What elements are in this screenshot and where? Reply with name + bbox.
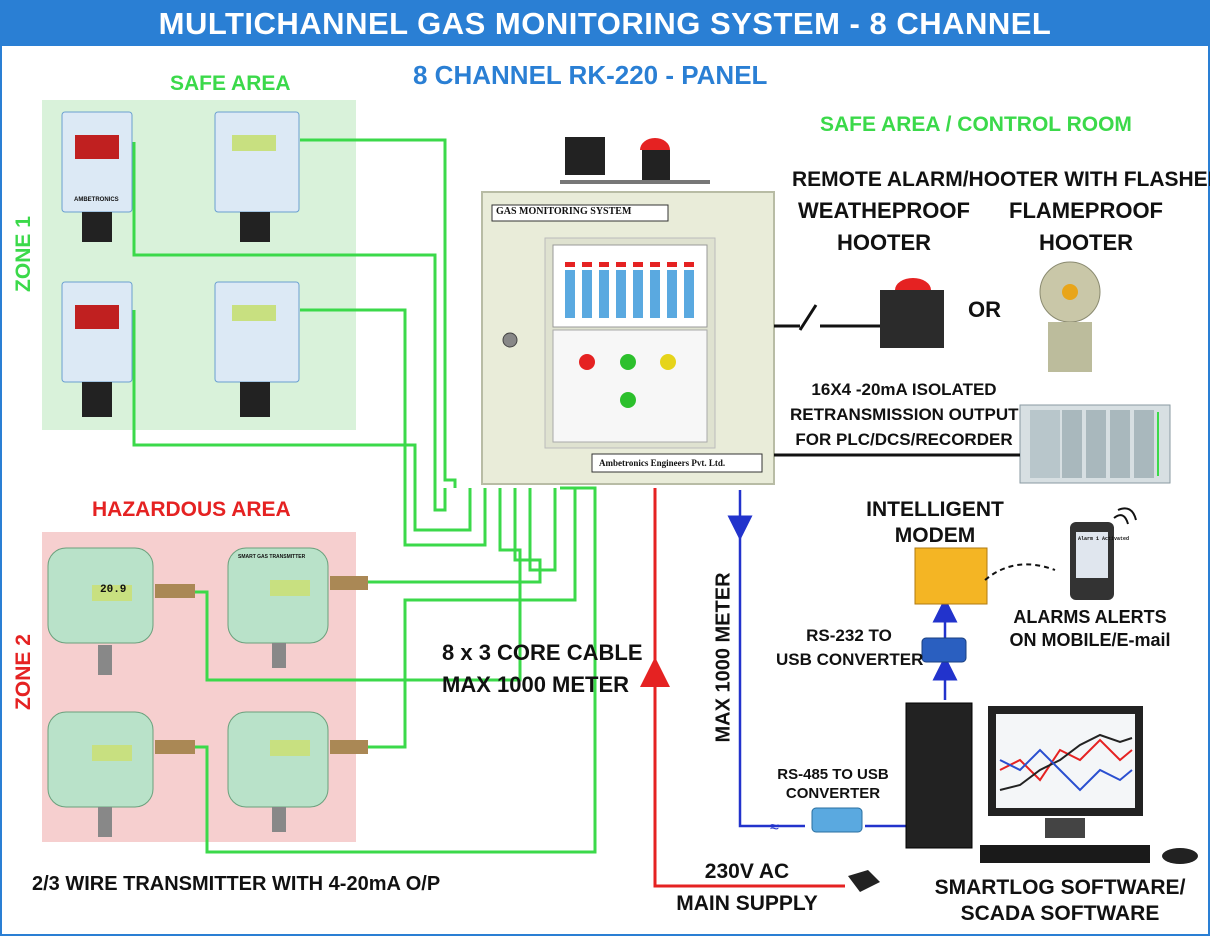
supply-line1: 230V AC [704,860,790,883]
panel-maker-label: Ambetronics Engineers Pvt. Ltd. [599,458,726,468]
hazardous-area-transmitters [47,547,368,837]
rs232-line1: RS-232 TO [806,626,892,645]
svg-text:≈: ≈ [770,819,779,836]
diagram-title: MULTICHANNEL GAS MONITORING SYSTEM - 8 C… [2,2,1208,46]
rs232-line2: USB CONVERTER [776,650,924,669]
zone2-label: ZONE 2 [12,634,35,710]
modem-line2: MODEM [894,524,976,547]
weatherproof-line1: WEATHEPROOF [798,198,970,223]
weatherproof-hooter-graphic [880,278,944,348]
panel-title: 8 CHANNEL RK-220 - PANEL [413,60,768,90]
retrans-line2: RETRANSMISSION OUTPUT [790,405,1019,424]
flameproof-line1: FLAMEPROOF [1009,198,1163,223]
cable-line1: 8 x 3 CORE CABLE [442,640,643,665]
or-label: OR [968,297,1001,322]
retrans-line3: FOR PLC/DCS/RECORDER [795,430,1013,449]
retrans-line1: 16X4 -20mA ISOLATED [811,380,997,399]
relay-line [774,304,880,331]
plc-rack-graphic [1019,404,1171,484]
brand-tag: AMBETRONICS [74,197,119,203]
comm-wire [727,490,958,828]
phone-text: Alarm 1 Activated [1078,536,1130,542]
control-room-label: SAFE AREA / CONTROL ROOM [820,113,1132,136]
transmitter-tag: SMART GAS TRANSMITTER [238,554,306,560]
control-panel [481,137,775,485]
display-value: 20.9 [100,584,127,596]
rs232-converter-graphic [921,637,967,663]
panel-plate-label: GAS MONITORING SYSTEM [496,206,632,217]
rs485-line1: RS-485 TO USB [777,766,889,783]
flameproof-hooter-graphic [1039,261,1101,372]
cable-line2: MAX 1000 METER [442,672,630,697]
max-meter-vertical: MAX 1000 METER [712,572,735,743]
safe-area-label: SAFE AREA [170,72,291,95]
modem-graphic [914,547,988,605]
zone1-label: ZONE 1 [12,216,35,292]
software-line1: SMARTLOG SOFTWARE/ [934,876,1186,899]
alerts-line1: ALARMS ALERTS [1013,607,1167,627]
alerts-line2: ON MOBILE/E-mail [1009,630,1171,650]
flameproof-line2: HOOTER [1038,230,1134,255]
rs485-line2: CONVERTER [785,785,881,802]
pc-graphic [905,702,1198,864]
power-plug-graphic [848,870,880,892]
power-wire [640,488,845,888]
software-line2: SCADA SOFTWARE [960,902,1160,925]
transmitter-caption: 2/3 WIRE TRANSMITTER WITH 4-20mA O/P [32,873,441,895]
weatherproof-line2: HOOTER [836,230,932,255]
modem-line1: INTELLIGENT [866,498,1004,521]
hazardous-area-label: HAZARDOUS AREA [92,498,291,521]
safe-area-transmitters [61,111,300,417]
signal-wires [132,138,597,854]
rs485-converter-graphic [811,807,863,833]
supply-line2: MAIN SUPPLY [676,892,818,915]
remote-alarm-label: REMOTE ALARM/HOOTER WITH FLASHER [792,168,1210,191]
